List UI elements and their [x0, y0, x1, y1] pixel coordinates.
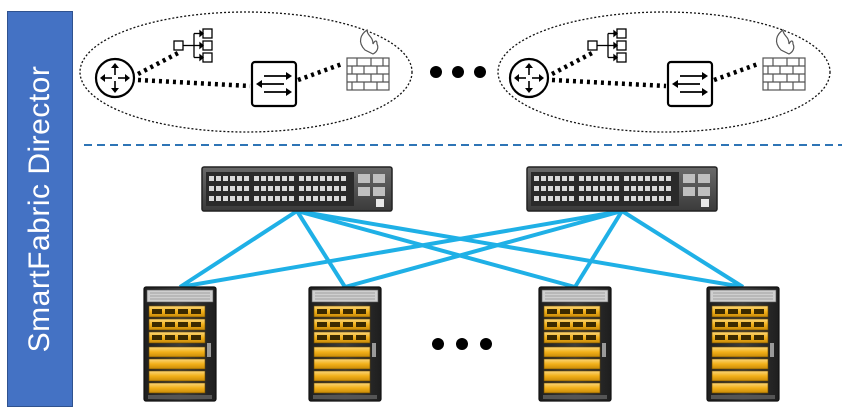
switch-icon	[666, 60, 714, 108]
network-switch-1	[201, 166, 393, 212]
topology-icon	[173, 28, 213, 63]
router-icon	[508, 57, 550, 99]
server-rack-3	[538, 286, 612, 402]
ellipsis-top	[430, 66, 486, 78]
server-rack-4	[706, 286, 780, 402]
topology-icon	[587, 28, 627, 63]
service-group-2	[497, 11, 831, 133]
service-group-1	[79, 11, 413, 133]
firewall-icon	[762, 29, 806, 91]
router-icon	[94, 57, 136, 99]
ellipsis-bottom	[432, 338, 492, 350]
group-boundary	[497, 11, 831, 133]
network-switch-2	[526, 166, 718, 212]
switch-icon	[250, 60, 298, 108]
fabric-links	[178, 209, 745, 289]
sidebar-banner: SmartFabric Director	[7, 11, 73, 407]
group-links	[550, 50, 759, 89]
group-links	[136, 50, 343, 89]
firewall-icon	[346, 29, 390, 91]
group-boundary	[79, 11, 413, 133]
server-rack-1	[143, 286, 217, 402]
server-rack-2	[308, 286, 382, 402]
